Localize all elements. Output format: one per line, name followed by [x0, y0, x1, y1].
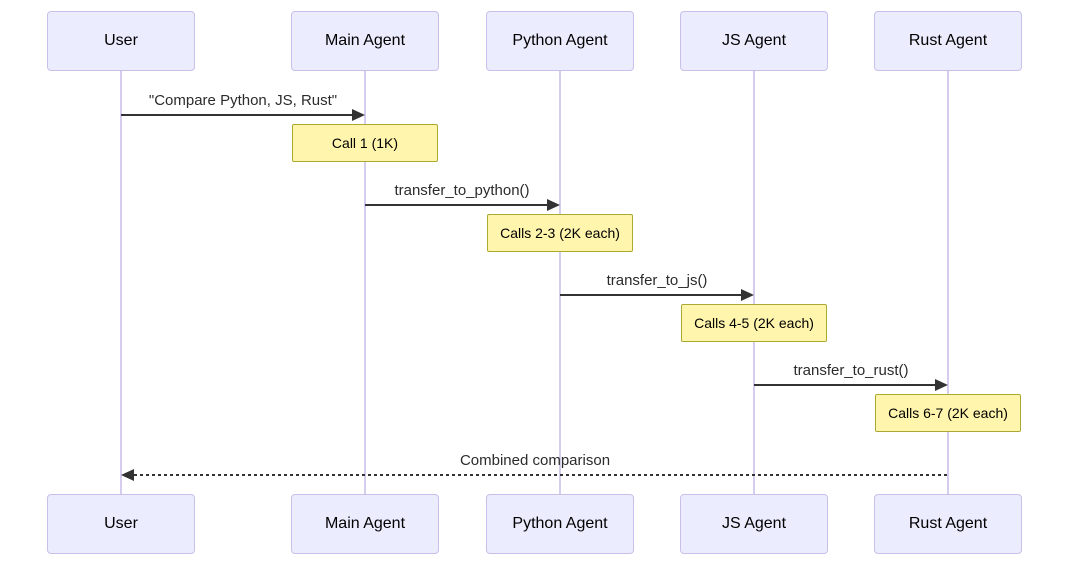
lifeline-python-agent [559, 71, 561, 494]
message-line-compare [121, 114, 354, 116]
actor-box-python-agent-top: Python Agent [486, 11, 634, 71]
actor-label: Python Agent [512, 32, 608, 49]
note-label: Call 1 (1K) [331, 135, 399, 151]
actor-box-rust-agent-bottom: Rust Agent [874, 494, 1022, 554]
arrowhead-right-icon [547, 199, 560, 211]
actor-box-rust-agent-top: Rust Agent [874, 11, 1022, 71]
note-calls-2-3: Calls 2-3 (2K each) [487, 214, 633, 252]
actor-box-python-agent-bottom: Python Agent [486, 494, 634, 554]
actor-box-user-top: User [47, 11, 195, 71]
arrowhead-right-icon [352, 109, 365, 121]
message-line-transfer-to-rust [754, 384, 936, 386]
message-label-transfer-to-python: transfer_to_python() [394, 182, 530, 199]
actor-box-main-agent-bottom: Main Agent [291, 494, 439, 554]
note-calls-6-7: Calls 6-7 (2K each) [875, 394, 1021, 432]
lifeline-js-agent [753, 71, 755, 494]
message-label-transfer-to-js: transfer_to_js() [606, 272, 708, 289]
message-line-combined-comparison [134, 474, 948, 476]
actor-label: Python Agent [512, 515, 608, 532]
lifeline-user [120, 71, 122, 494]
message-label-transfer-to-rust: transfer_to_rust() [793, 362, 909, 379]
actor-label: User [104, 515, 138, 532]
arrowhead-left-icon [121, 469, 134, 481]
message-line-transfer-to-python [365, 204, 548, 206]
actor-box-js-agent-bottom: JS Agent [680, 494, 828, 554]
note-call-1: Call 1 (1K) [292, 124, 438, 162]
note-label: Calls 2-3 (2K each) [500, 225, 620, 241]
actor-label: JS Agent [721, 32, 787, 49]
actor-box-js-agent-top: JS Agent [680, 11, 828, 71]
lifeline-rust-agent [947, 71, 949, 494]
message-label-combined-comparison: Combined comparison [459, 452, 611, 469]
actor-label: Main Agent [324, 32, 406, 49]
note-label: Calls 6-7 (2K each) [888, 405, 1008, 421]
note-label: Calls 4-5 (2K each) [694, 315, 814, 331]
actor-label: Main Agent [324, 515, 406, 532]
note-calls-4-5: Calls 4-5 (2K each) [681, 304, 827, 342]
arrowhead-right-icon [935, 379, 948, 391]
arrowhead-right-icon [741, 289, 754, 301]
message-label-compare: "Compare Python, JS, Rust" [148, 92, 338, 109]
actor-label: User [104, 32, 138, 49]
actor-box-user-bottom: User [47, 494, 195, 554]
actor-label: Rust Agent [908, 515, 988, 532]
message-line-transfer-to-js [560, 294, 742, 296]
actor-label: Rust Agent [908, 32, 988, 49]
actor-box-main-agent-top: Main Agent [291, 11, 439, 71]
actor-label: JS Agent [721, 515, 787, 532]
lifeline-main-agent [364, 71, 366, 494]
